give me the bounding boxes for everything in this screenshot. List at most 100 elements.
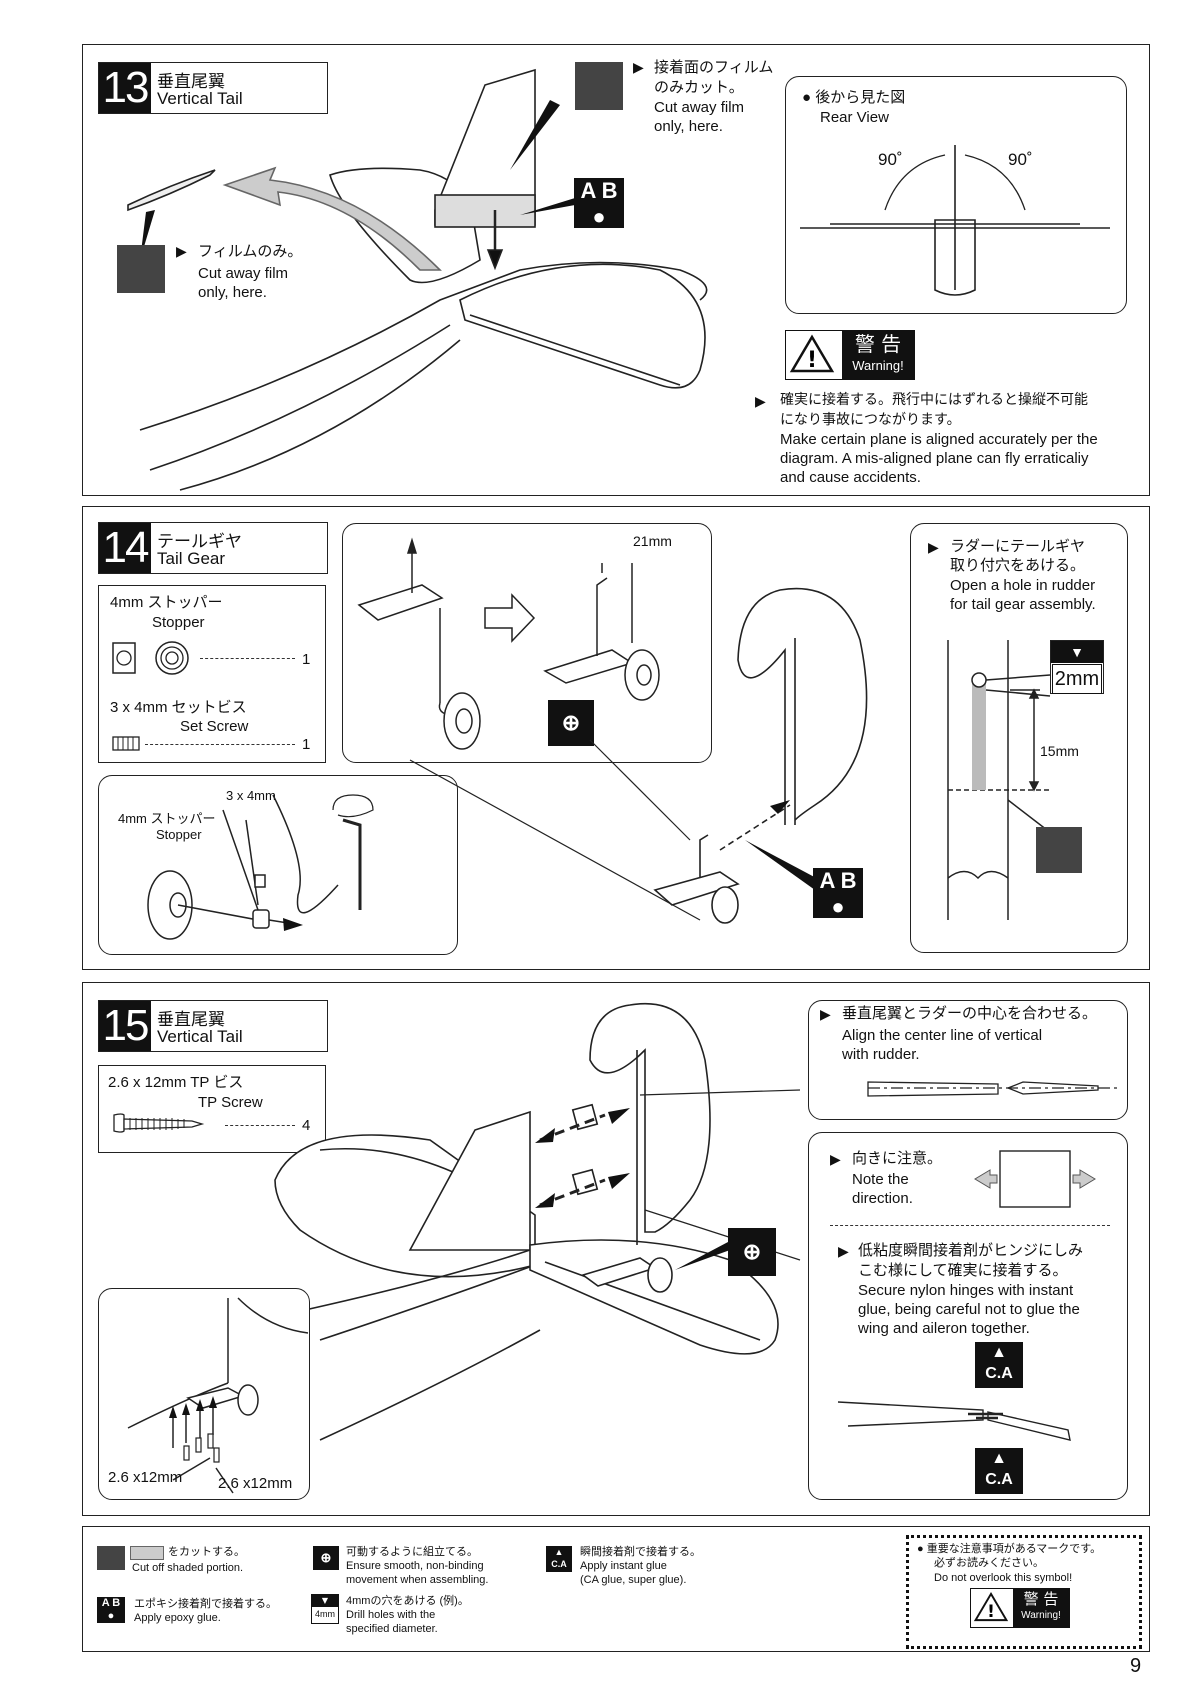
warn-text-en-2: diagram. A mis-aligned plane can fly err…	[780, 450, 1089, 467]
ca-glue-icon: ▲ C.A	[975, 1342, 1023, 1388]
step-title-jp: テールギヤ	[157, 532, 242, 552]
dotted-leader	[145, 744, 295, 745]
step-title-jp: 垂直尾翼	[157, 72, 225, 92]
hinge-jp-1: 低粘度瞬間接着剤がヒンジにしみ	[858, 1242, 1084, 1259]
legend-move-en-1: Ensure smooth, non-binding	[346, 1560, 484, 1572]
hole-jp-2: 取り付穴をあける。	[950, 557, 1086, 574]
legend-ca-icon-label: C.A	[551, 1559, 567, 1569]
dir-en-2: direction.	[852, 1190, 913, 1207]
step-14-header: 14 テールギヤ Tail Gear	[98, 522, 328, 574]
dashed-divider	[830, 1225, 1110, 1226]
step-14-parts-box	[98, 585, 326, 763]
ca-label: C.A	[985, 1471, 1013, 1488]
cut-shading-icon	[1036, 827, 1082, 873]
screw-detail-drawing	[127, 1297, 309, 1494]
step-15-hinge-box	[808, 1132, 1128, 1500]
important-jp-1: ● 重要な注意事項があるマークです。	[917, 1543, 1102, 1555]
hinge-move-icon: ⊕	[728, 1228, 776, 1276]
angle-left: 90˚	[878, 150, 903, 169]
drill-size: 2mm	[1052, 664, 1102, 694]
step-15-align-box	[808, 1000, 1128, 1120]
hinge-glue-drawing	[837, 1401, 1071, 1441]
step-14-gear-box	[342, 523, 712, 763]
hinge-move-icon: ⊕	[313, 1546, 339, 1570]
surface-callout-jp-1: 接着面のフィルム	[654, 59, 774, 76]
triangle-right-icon: ▶	[838, 1244, 849, 1260]
dim-15mm: 15mm	[1040, 743, 1079, 759]
legend-cut-en: Cut off shaded portion.	[132, 1562, 244, 1574]
rear-view-jp: ● 後から見た図	[802, 89, 906, 106]
important-notice-box	[906, 1535, 1142, 1649]
triangle-right-icon: ▶	[176, 244, 187, 260]
part-name-jp: 4mm ストッパー	[110, 594, 223, 611]
step-number: 15	[99, 1001, 151, 1051]
svg-text:!: !	[987, 1602, 995, 1622]
part-qty: 4	[302, 1117, 311, 1134]
ca-glue-icon: ▲ C.A	[546, 1546, 572, 1572]
surface-callout-jp-2: のみカット。	[654, 79, 744, 96]
surface-callout-en-2: only, here.	[654, 118, 723, 135]
film-callout-en-2: only, here.	[198, 284, 267, 301]
warning-jp: 警 告	[1023, 1590, 1059, 1608]
gear-install-drawing	[357, 537, 660, 750]
hole-jp-1: ラダーにテールギヤ	[950, 538, 1086, 555]
triangle-right-icon: ▶	[830, 1152, 841, 1168]
step-13-header: 13 垂直尾翼 Vertical Tail	[98, 62, 328, 114]
tp-screw-icon	[113, 1113, 205, 1133]
page-number: 9	[1130, 1655, 1142, 1677]
align-drawing	[867, 1081, 1118, 1097]
warning-triangle-icon: !	[973, 1591, 1009, 1622]
warning-en: Warning!	[1021, 1610, 1061, 1621]
step-15-parts-box	[98, 1065, 326, 1153]
ca-glue-icon: ▲ C.A	[975, 1448, 1023, 1494]
film-callout-en-1: Cut away film	[198, 265, 289, 282]
warning-jp: 警 告	[854, 332, 902, 356]
legend-drill-en-1: Drill holes with the	[346, 1609, 436, 1621]
warning-en: Warning!	[852, 358, 904, 373]
screw-label-b: 2.6 x12mm	[218, 1475, 293, 1492]
bullet-icon: ●	[802, 89, 816, 106]
step-title-jp: 垂直尾翼	[157, 1010, 225, 1030]
cut-shading-icon	[575, 62, 623, 110]
legend-move-en-2: movement when assembling.	[346, 1574, 489, 1586]
stopper-label-en: Stopper	[156, 827, 202, 842]
step-title-en: Tail Gear	[157, 549, 226, 568]
triangle-right-icon: ▶	[633, 60, 644, 76]
screw-label: 3 x 4mm	[226, 788, 276, 803]
warn-text-jp-2: になり事故につながります。	[780, 411, 961, 427]
warn-text-en-3: and cause accidents.	[780, 469, 921, 486]
warning-badge: ! 警 告 Warning!	[785, 330, 915, 380]
step-number: 13	[99, 63, 151, 113]
part-qty: 1	[302, 651, 311, 668]
important-en: Do not overlook this symbol!	[934, 1572, 1073, 1584]
surface-callout-en-1: Cut away film	[654, 99, 745, 116]
part-name-jp: 2.6 x 12mm TP ビス	[108, 1074, 244, 1091]
ca-label: C.A	[985, 1365, 1013, 1382]
legend-ca-en-2: (CA glue, super glue).	[580, 1574, 687, 1586]
dir-en-1: Note the	[852, 1171, 909, 1188]
angle-right: 90˚	[1008, 150, 1033, 169]
triangle-right-icon: ▶	[755, 394, 766, 410]
legend-warning-badge: ! 警 告 Warning!	[970, 1588, 1070, 1628]
dotted-leader	[200, 658, 295, 659]
hinge-en-2: glue, being careful not to glue the	[858, 1301, 1080, 1318]
warning-triangle-icon: !	[789, 334, 835, 373]
stopper-icon	[112, 641, 189, 675]
shaded-swatch	[130, 1546, 164, 1560]
triangle-right-icon: ▶	[928, 540, 939, 556]
bullet-icon: ●	[917, 1543, 927, 1555]
warn-text-en-1: Make certain plane is aligned accurately…	[780, 431, 1098, 448]
hole-detail-drawing	[947, 640, 1061, 920]
hinge-en-3: wing and aileron together.	[858, 1320, 1030, 1337]
epoxy-ab-icon: A B●	[97, 1597, 125, 1623]
svg-text:!: !	[807, 348, 817, 373]
step-15-header: 15 垂直尾翼 Vertical Tail	[98, 1000, 328, 1052]
hinge-jp-2: こむ様にして確実に接着する。	[858, 1262, 1068, 1279]
screw-label-a: 2.6 x12mm	[108, 1469, 183, 1486]
legend-epoxy-en: Apply epoxy glue.	[134, 1612, 221, 1624]
hinge-en-1: Secure nylon hinges with instant	[858, 1282, 1074, 1299]
legend-drill-en-2: specified diameter.	[346, 1623, 438, 1635]
